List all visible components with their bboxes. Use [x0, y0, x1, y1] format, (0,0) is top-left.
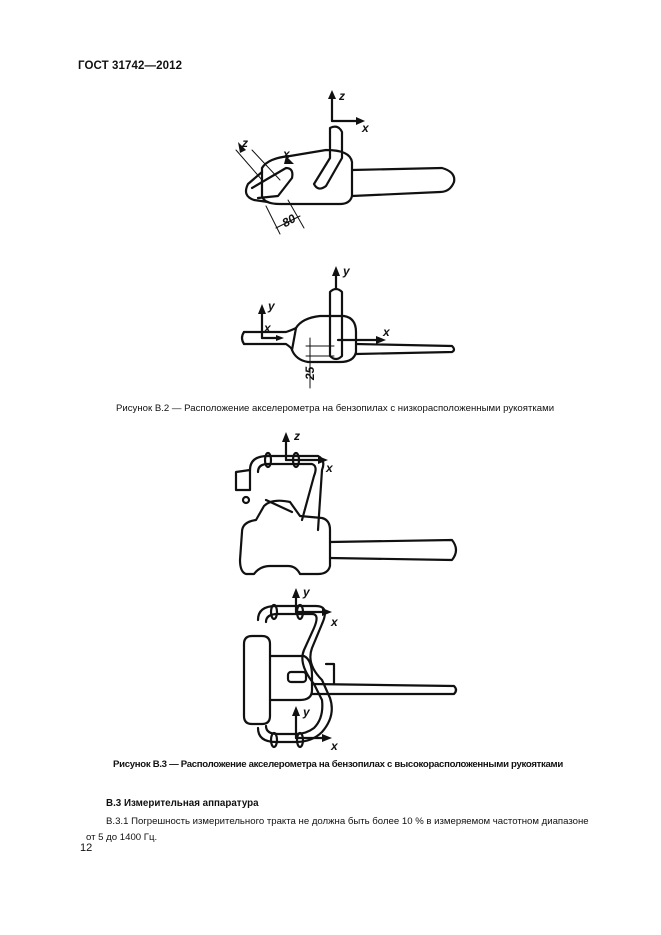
axis-label-z: z — [241, 136, 248, 150]
figure-b2-caption: Рисунок В.2 — Расположение акселерометра… — [116, 403, 555, 414]
axis-label-y: y — [302, 585, 311, 599]
axis-label-x: x — [361, 121, 370, 135]
page-number: 12 — [80, 842, 93, 854]
axis-label-z: z — [338, 89, 345, 103]
section-paragraph: В.3.1 Погрешность измерительного тракта … — [86, 814, 596, 845]
section-title: В.3 Измерительная аппаратура — [106, 798, 259, 809]
axis-label-y: y — [267, 299, 276, 313]
saw-b2-side-view — [240, 266, 456, 389]
axis-label-x: x — [263, 321, 272, 335]
saw-b3-side-view — [242, 588, 458, 749]
dimension-25: 25 — [303, 366, 317, 381]
axis-label-x: x — [282, 147, 291, 161]
saw-b2-top-view — [235, 90, 456, 235]
axis-label-x: x — [382, 325, 391, 339]
figure-b3-caption: Рисунок В.3 — Расположение акселерометра… — [113, 759, 563, 770]
axis-label-x: x — [330, 739, 339, 753]
saw-b3-top-view — [234, 432, 458, 576]
axis-label-z: z — [293, 429, 300, 443]
axis-label-x: x — [330, 615, 339, 629]
axis-label-y: y — [302, 705, 311, 719]
standard-header: ГОСТ 31742—2012 — [78, 60, 183, 72]
axis-label-x: x — [325, 461, 334, 475]
axis-label-y: y — [342, 264, 351, 278]
dimension-80: 80 — [280, 211, 299, 230]
paragraph-text: В.3.1 Погрешность измерительного тракта … — [86, 816, 589, 843]
